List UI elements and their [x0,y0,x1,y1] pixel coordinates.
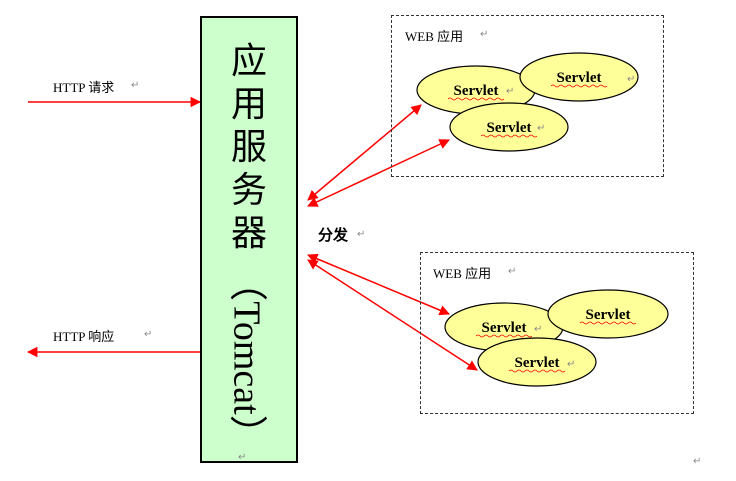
application-server-box: 应 用 服 务 器 （Tomcat） ↵ [200,16,298,463]
server-title-char: 务 [230,170,267,211]
servlet-label: Servlet [482,320,527,336]
server-title: 应 用 服 务 器 [202,40,296,255]
servlet-label: Servlet [487,120,532,136]
servlet-ellipse [477,337,597,387]
return-mark-icon: ↵ [534,324,543,335]
web-app-2-title: WEB 应用 [433,266,492,281]
servlet-label: Servlet [586,307,631,323]
web-app-1-box: WEB 应用 [391,15,664,177]
http-request-label: HTTP 请求 [53,80,115,95]
return-mark-icon: ↵ [506,86,515,97]
servlet-ellipse [449,102,569,152]
return-mark-icon: ↵ [144,329,153,340]
return-mark-icon: ↵ [357,229,366,240]
web-app-2-servlets: Servlet Servlet Servlet [444,289,669,387]
return-mark-icon: ↵ [627,74,636,85]
return-mark-icon: ↵ [131,80,140,91]
return-mark-icon: ↵ [480,29,489,40]
web-app-1-title: WEB 应用 [405,29,464,44]
spellcheck-underline [475,334,533,338]
spellcheck-underline [579,321,637,325]
servlet-ellipse [519,52,639,102]
server-title-char: 用 [230,84,267,125]
web-app-2-box: WEB 应用 [420,252,694,414]
server-title-char: 应 [230,41,267,82]
return-mark-icon: ↵ [693,456,702,467]
return-mark-icon: ↵ [567,359,576,370]
servlet-label: Servlet [557,70,602,86]
servlet-label: Servlet [454,83,499,99]
server-tomcat-label: （Tomcat） [225,263,268,453]
http-response-label: HTTP 响应 [53,329,115,344]
servlet-ellipse [547,289,669,339]
spellcheck-underline [550,84,608,88]
return-mark-icon: ↵ [238,452,247,463]
dispatch-arrow-app2-b [307,259,478,371]
servlet-label: Servlet [515,355,560,371]
dispatch-label: 分发 [318,226,349,244]
spellcheck-underline [480,134,538,138]
web-app-1-servlets: Servlet Servlet Servlet [416,52,639,152]
server-title-char: 服 [230,127,267,168]
return-mark-icon: ↵ [508,266,517,277]
return-mark-icon: ↵ [537,123,546,134]
spellcheck-underline [447,97,505,101]
dispatch-arrow-app1-b [307,139,450,207]
spellcheck-underline [508,369,566,373]
server-title-char: 器 [230,213,267,254]
